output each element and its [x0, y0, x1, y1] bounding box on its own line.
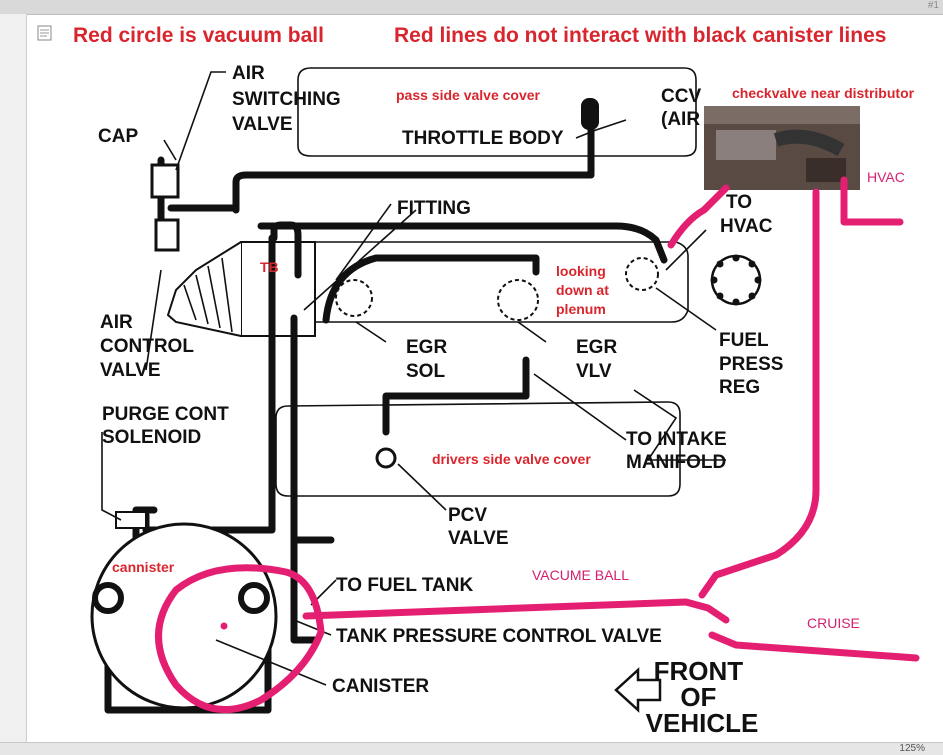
pcv-valve: [375, 447, 397, 469]
fitting-to-hvac-line: [257, 222, 668, 264]
window-top-bar: #1: [0, 0, 943, 15]
cap-label: CAP: [98, 126, 138, 147]
pass-side-valve-cover-note: pass side valve cover: [396, 87, 541, 103]
hvac-note: HVAC: [867, 169, 905, 185]
intake-duct-ribs: [183, 257, 233, 333]
egr-valve: [497, 279, 539, 321]
to-hvac-label: TO HVAC: [720, 192, 773, 237]
air-switching-valve-label: AIR SWITCHING VALVE: [232, 63, 346, 135]
cannister-note: cannister: [112, 559, 175, 575]
canister-port-left: [92, 582, 124, 614]
header-note-right: Red lines do not interact with black can…: [394, 24, 887, 47]
checkvalve-photo: [704, 106, 860, 190]
egr-sol-label: EGR SOL: [406, 337, 452, 382]
vacume-ball-note: VACUME BALL: [532, 567, 629, 583]
cruise-note: CRUISE: [807, 615, 860, 631]
canister: [90, 522, 278, 710]
air-control-valve: [154, 218, 180, 252]
throttle-to-ccv-line: [232, 111, 595, 214]
air-control-valve-label: AIR CONTROL VALVE: [100, 312, 199, 381]
vacuum-ball-red-circle: [155, 564, 325, 714]
drivers-side-valve-cover-note: drivers side valve cover: [432, 451, 591, 467]
pass-side-valve-cover-outline: [297, 67, 697, 157]
window-status-bar: 125%: [0, 742, 943, 755]
pink-vacuum-ball-line: [302, 598, 730, 624]
throttle-body: [240, 241, 316, 337]
ccv-valve: [581, 98, 599, 130]
front-of-vehicle-label: FRONT OF VEHICLE: [646, 656, 759, 738]
header-note-left: Red circle is vacuum ball: [73, 24, 324, 47]
egr-loop-line: [322, 254, 540, 324]
air-switching-valve: [150, 163, 180, 199]
vacuum-diagram: AIR SWITCHING VALVE CAP CCV (AIR THROTTL…: [36, 60, 920, 742]
purge-cont-solenoid-label: PURGE CONT SOLENOID: [102, 404, 234, 448]
plenum-outline: [314, 241, 689, 323]
left-rail: [0, 14, 27, 742]
tb-fitting-line: [270, 221, 302, 279]
canister-label: CANISTER: [332, 676, 429, 697]
tank-pressure-control-valve-label: TANK PRESSURE CONTROL VALVE: [336, 626, 662, 647]
pink-cruise-line: [708, 631, 920, 662]
vacuum-ball-center: [220, 622, 228, 630]
egr-solenoid: [335, 279, 373, 317]
canister-port-right: [238, 582, 270, 614]
to-fuel-tank-label: TO FUEL TANK: [336, 575, 474, 596]
egr-vlv-label: EGR VLV: [576, 337, 622, 382]
pcv-to-intake-line: [382, 356, 530, 436]
pink-hvac-stub: [840, 176, 904, 226]
throttle-body-label: THROTTLE BODY: [402, 128, 564, 149]
front-arrow-icon: [614, 667, 662, 713]
pcv-valve-label: PCV VALVE: [448, 505, 509, 549]
drivers-side-valve-cover-outline: [275, 401, 681, 497]
tb-note: TB: [260, 259, 279, 275]
checkvalve-note: checkvalve near distributor: [732, 85, 915, 101]
to-intake-manifold-label: TO INTAKE MANIFOLD: [626, 429, 732, 473]
note-icon: [37, 25, 52, 41]
fuel-pressure-regulator: [625, 257, 659, 291]
pink-hvac-line: [667, 184, 730, 249]
fitting-label: FITTING: [397, 198, 471, 219]
purge-cont-solenoid: [115, 511, 147, 529]
leader-lines: [101, 71, 726, 686]
corner-mark: #1: [927, 0, 939, 11]
zoom-level[interactable]: 125%: [899, 743, 925, 754]
distributor-terminals: [710, 254, 762, 306]
to-fuel-tank-line: [290, 314, 320, 644]
plenum-note: looking down at plenum: [556, 263, 613, 317]
pink-checkvalve-line: [698, 188, 820, 599]
fuel-press-reg-label: FUEL PRESS REG: [719, 330, 789, 398]
ccv-label: CCV (AIR: [661, 86, 706, 130]
